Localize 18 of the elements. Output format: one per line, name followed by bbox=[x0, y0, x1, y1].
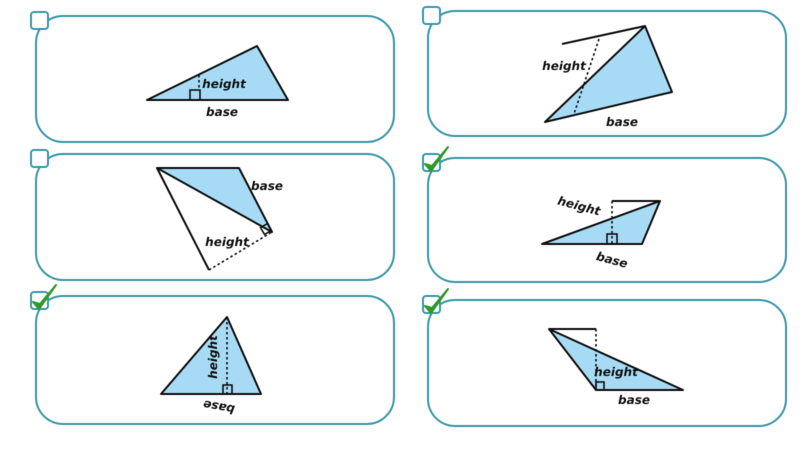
rounded-card bbox=[427, 10, 787, 137]
rounded-card bbox=[427, 299, 787, 427]
measure-label: base bbox=[206, 106, 238, 118]
measure-label: height bbox=[594, 366, 638, 378]
measure-label: base bbox=[202, 398, 236, 416]
measure-label: height bbox=[542, 60, 586, 72]
rounded-card bbox=[427, 157, 787, 283]
rounded-card bbox=[35, 295, 395, 425]
measure-label: base bbox=[595, 250, 629, 270]
measure-label: height bbox=[556, 194, 602, 218]
rounded-card bbox=[35, 153, 395, 281]
measure-label: base bbox=[618, 394, 650, 406]
measure-label: base bbox=[251, 180, 283, 192]
rounded-card bbox=[35, 15, 395, 143]
measure-label: height bbox=[207, 335, 219, 379]
measure-label: base bbox=[606, 116, 638, 128]
measure-label: height bbox=[205, 236, 249, 248]
measure-label: height bbox=[202, 78, 246, 90]
